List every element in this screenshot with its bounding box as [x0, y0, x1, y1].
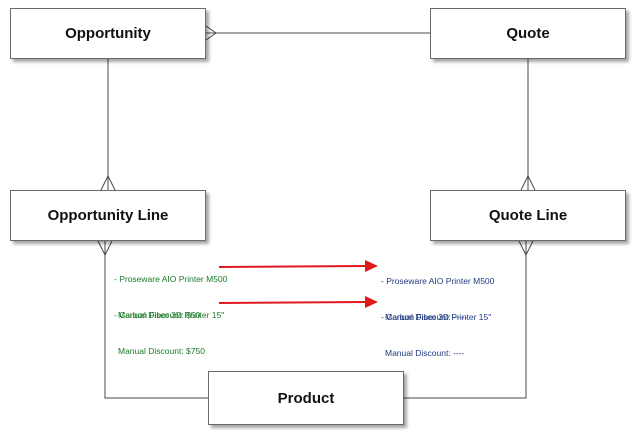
arrow-discount-2 [218, 301, 367, 304]
opportunity-note-2-product: - Carbon Fiber 3D Printer 15" [114, 310, 225, 320]
quote-note-2: - Carbon Fiber 3D Printer 15" Manual Dis… [381, 287, 491, 371]
entity-opportunity-line-label: Opportunity Line [47, 207, 169, 224]
opportunity-note-2: - Carbon Fiber 3D Printer 15" Manual Dis… [114, 285, 224, 369]
crowfoot-quoteline-bottom [518, 240, 534, 257]
crowfoot-oppline-top [100, 174, 116, 191]
opportunity-note-1-discount: Manual Discount: $50 [118, 310, 201, 320]
entity-product-label: Product [277, 389, 335, 407]
arrow-discount-1 [218, 265, 367, 268]
entity-opportunity-label: Opportunity [65, 25, 151, 42]
connector-oppline-product [104, 241, 208, 399]
entity-quote: Quote [430, 8, 626, 59]
quote-note-2-product: - Carbon Fiber 3D Printer 15" [381, 312, 492, 322]
quote-note-1: - Proseware AIO Printer M500 Manual Disc… [381, 251, 494, 335]
entity-quote-line: Quote Line [430, 190, 626, 241]
entity-quote-line-label: Quote Line [488, 207, 568, 224]
crowfoot-oppline-bottom [97, 240, 113, 257]
entity-opportunity: Opportunity [10, 8, 206, 59]
opportunity-note-1: - Proseware AIO Printer M500 Manual Disc… [114, 249, 227, 333]
arrowhead-discount-1 [365, 260, 378, 272]
arrowhead-discount-2 [365, 296, 378, 308]
opportunity-note-1-product: - Proseware AIO Printer M500 [114, 274, 228, 284]
entity-opportunity-line: Opportunity Line [10, 190, 206, 241]
connector-quoteline-product [404, 241, 527, 399]
entity-quote-label: Quote [506, 25, 550, 42]
entity-product: Product [208, 371, 404, 425]
opportunity-note-2-discount: Manual Discount: $750 [118, 346, 205, 356]
crowfoot-quoteline-top [520, 174, 536, 191]
crowfoot-opportunity-quote [205, 25, 217, 41]
quote-note-2-discount: Manual Discount: ---- [385, 348, 465, 358]
quote-note-1-discount: Manual Discount: ----- [385, 312, 468, 322]
quote-note-1-product: - Proseware AIO Printer M500 [381, 276, 495, 286]
